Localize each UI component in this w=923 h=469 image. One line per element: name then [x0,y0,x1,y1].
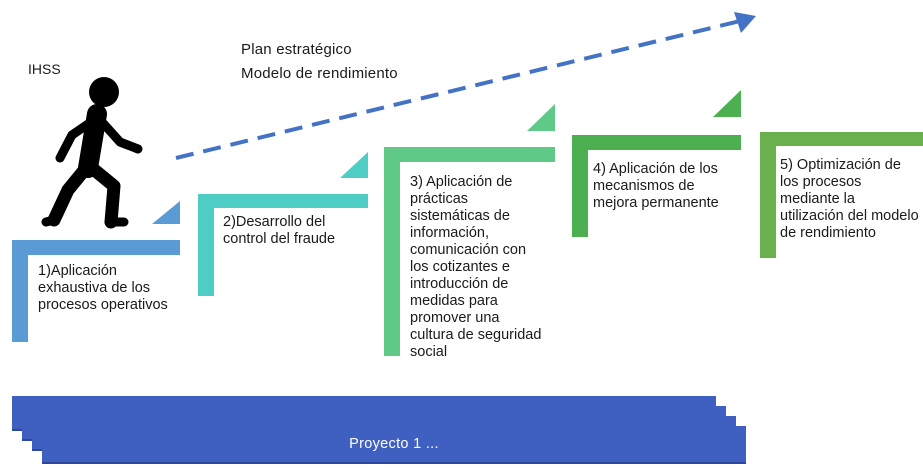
step-1-shape [12,201,180,342]
step-4-label: 4) Aplicación de los mecanismos de mejor… [593,161,719,211]
walking-person-icon [41,77,143,229]
step-2-label: 2)Desarrollo del control del fraude [223,214,336,247]
step-5-label: 5) Optimización de los procesos mediante… [780,157,919,241]
step-1-label: 1)Aplicación exhaustiva de los procesos … [38,263,168,313]
organization-label: IHSS [28,61,61,77]
step-4-shape [572,90,741,237]
dashed-arrow-icon [175,12,756,160]
plan-title: Plan estratégico Modelo de rendimiento [241,38,398,86]
plan-line-2: Modelo de rendimiento [241,65,398,82]
step-3-label: 3) Aplicación de prácticas sistemáticas … [410,174,542,360]
step-3-shape [384,104,555,356]
project-bar-label: Proyecto 1 ... [349,436,439,452]
step-2-shape [198,152,368,296]
step-5-shape [760,132,923,258]
project-bar: Proyecto 1 ... [42,426,746,464]
plan-line-1: Plan estratégico [241,41,352,58]
